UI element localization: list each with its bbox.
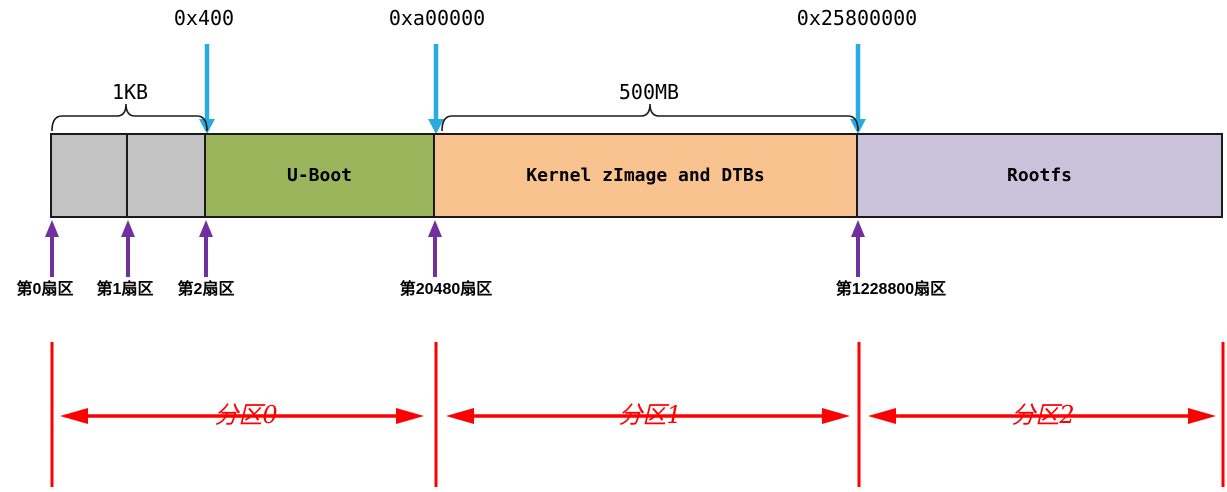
partition-span-arrow-1: [446, 408, 850, 424]
segment-reserved-sector-1: [128, 135, 206, 216]
sector-up-arrow-icon-20480: [428, 220, 442, 277]
segment-uboot-label: U-Boot: [286, 165, 353, 186]
partition-label-2: 分区2: [1011, 401, 1075, 429]
segment-rootfs-label: Rootfs: [1006, 165, 1073, 186]
partition-span-arrow-0: [60, 408, 424, 424]
segment-reserved-sector-0: [52, 135, 128, 216]
offset-down-arrow-icon-0xa00000: [428, 44, 444, 134]
sector-up-arrow-icon-2: [199, 220, 213, 277]
partition-span-arrow-2: [868, 408, 1216, 424]
offset-down-arrow-icon-0x25800000: [850, 44, 866, 134]
size-label-500mb: 500MB: [618, 80, 680, 104]
segment-rootfs: Rootfs: [858, 135, 1221, 216]
partition-boundary-lines: [50, 342, 1225, 487]
segment-uboot: U-Boot: [206, 135, 435, 216]
brace-1kb: [51, 103, 208, 132]
offset-label-0xa00000: 0xa00000: [388, 6, 486, 30]
sector-label-1228800: 第1228800扇区: [835, 281, 947, 298]
sector-up-arrow-icon-0: [45, 220, 59, 277]
sector-label-1: 第1扇区: [96, 281, 154, 298]
partition-label-0: 分区0: [214, 401, 278, 429]
sector-label-2: 第2扇区: [177, 281, 235, 298]
sector-label-0: 第0扇区: [16, 281, 74, 298]
brace-500mb: [441, 103, 859, 132]
offset-label-0x25800000: 0x25800000: [796, 6, 918, 30]
sector-up-arrow-icon-1: [121, 220, 135, 277]
sector-label-20480: 第20480扇区: [399, 281, 493, 298]
sector-up-arrow-icon-1228800: [851, 220, 865, 277]
size-label-1kb: 1KB: [111, 80, 149, 104]
segment-kernel: Kernel zImage and DTBs: [435, 135, 858, 216]
partition-label-1: 分区1: [618, 401, 682, 429]
storage-bar: U-Boot Kernel zImage and DTBs Rootfs: [50, 133, 1223, 218]
offset-down-arrow-icon-0x400: [199, 44, 215, 134]
segment-kernel-label: Kernel zImage and DTBs: [526, 165, 765, 186]
offset-label-0x400: 0x400: [173, 6, 235, 30]
